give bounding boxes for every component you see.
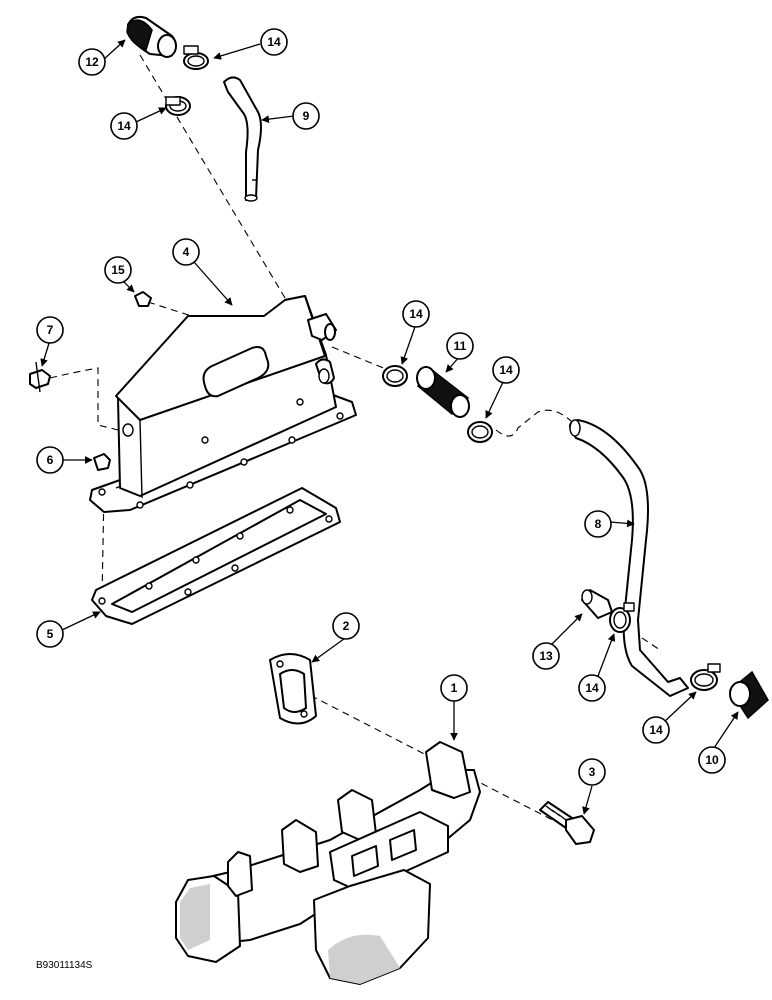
callout-14-e: 14 xyxy=(578,674,606,702)
callout-9: 9 xyxy=(292,102,320,130)
callout-15: 15 xyxy=(104,256,132,284)
callout-14-c-label: 14 xyxy=(409,307,423,321)
callout-11-label: 11 xyxy=(454,339,467,353)
callout-5: 5 xyxy=(36,620,64,648)
callout-9-label: 9 xyxy=(303,109,310,123)
part-11-hose xyxy=(416,366,470,418)
part-5-gasket xyxy=(91,487,341,625)
callout-8-label: 8 xyxy=(595,517,602,531)
part-2-gasket xyxy=(269,653,317,725)
callout-14-d-label: 14 xyxy=(499,363,513,377)
part-15-plug xyxy=(134,291,152,307)
callout-14-b-label: 14 xyxy=(117,119,131,133)
callout-2: 2 xyxy=(332,612,360,640)
callout-13: 13 xyxy=(532,642,560,670)
part-6-bolt xyxy=(93,453,111,471)
callout-14-f-label: 14 xyxy=(649,723,663,737)
part-14-clamp-mid-right xyxy=(467,421,493,443)
callout-12-label: 12 xyxy=(85,55,99,69)
part-7-bleed-screw xyxy=(29,361,51,393)
callout-13-label: 13 xyxy=(539,649,553,663)
callout-4: 4 xyxy=(172,238,200,266)
callout-15-label: 15 xyxy=(111,263,125,277)
callout-11: 11 xyxy=(446,332,474,360)
callout-6: 6 xyxy=(36,446,64,474)
part-1-exhaust-manifold xyxy=(175,741,481,985)
figure-code: B93011134S xyxy=(36,960,93,971)
callout-14-c: 14 xyxy=(402,300,430,328)
part-14-clamp-top-right xyxy=(183,45,209,70)
callout-1: 1 xyxy=(440,674,468,702)
part-3-capscrew xyxy=(539,801,595,845)
part-14-clamp-mid-left xyxy=(382,365,408,387)
callout-14-b: 14 xyxy=(110,112,138,140)
callout-7-label: 7 xyxy=(47,323,54,337)
callout-3-label: 3 xyxy=(589,765,596,779)
callout-14-a: 14 xyxy=(260,28,288,56)
part-13-fitting xyxy=(581,589,613,619)
part-14-clamp-lower-right xyxy=(690,663,721,691)
callout-7: 7 xyxy=(36,316,64,344)
part-14-clamp-top-left xyxy=(165,96,191,116)
callout-2-label: 2 xyxy=(343,619,350,633)
part-10-short-hose xyxy=(729,670,769,720)
callout-3: 3 xyxy=(578,758,606,786)
callout-4-label: 4 xyxy=(183,245,190,259)
callout-14-f: 14 xyxy=(642,716,670,744)
elbow-fitting xyxy=(315,358,335,385)
callout-10: 10 xyxy=(698,746,726,774)
part-14-clamp-lower-left xyxy=(609,602,635,633)
part-9-bent-pipe xyxy=(223,76,262,202)
callout-6-label: 6 xyxy=(47,453,54,467)
part-12-elbow-hose xyxy=(126,15,177,58)
callout-14-a-label: 14 xyxy=(267,35,281,49)
callout-8: 8 xyxy=(584,510,612,538)
part-8-long-pipe xyxy=(569,419,689,697)
callout-10-label: 10 xyxy=(705,753,719,767)
callout-1-label: 1 xyxy=(451,681,458,695)
callout-12: 12 xyxy=(78,48,106,76)
callout-14-d: 14 xyxy=(492,356,520,384)
callout-5-label: 5 xyxy=(47,627,54,641)
callout-14-e-label: 14 xyxy=(585,681,599,695)
part-4-cover xyxy=(89,295,357,513)
